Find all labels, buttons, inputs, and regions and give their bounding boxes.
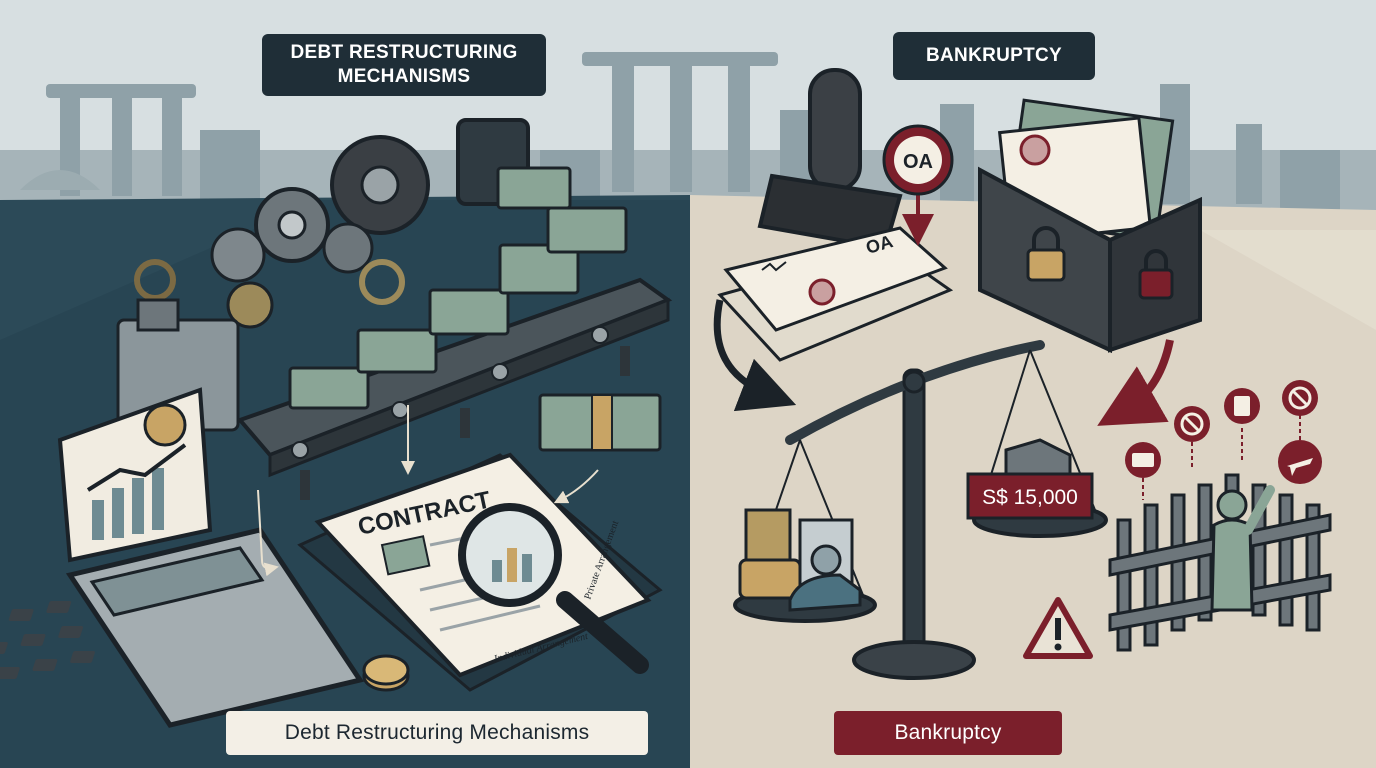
warning-icon (1023, 597, 1093, 659)
no-entry-icon (1174, 406, 1210, 442)
magnifier-icon (458, 503, 649, 674)
amount-box: S$ 15,000 (966, 438, 1094, 520)
stamp-icon (757, 68, 903, 251)
top-right-title: BANKRUPTCY (893, 32, 1095, 80)
checklist-icon (1224, 388, 1260, 424)
restriction-icons (1125, 380, 1322, 500)
gear-icon (134, 135, 430, 329)
folder-icon (978, 98, 1202, 354)
plane-icon (1278, 440, 1322, 484)
person-figure (1210, 485, 1275, 612)
chart-icon (57, 387, 213, 563)
coin-icon (362, 654, 410, 692)
bottom-left-caption: Debt Restructuring Mechanisms (226, 711, 648, 755)
process-arrow (713, 299, 797, 412)
padlock-icon (1026, 226, 1174, 300)
restriction-arrow (1097, 339, 1174, 426)
top-left-title: DEBT RESTRUCTURING MECHANISMS (262, 34, 546, 96)
conveyor-belt (236, 277, 673, 500)
document-stack: OA (717, 226, 954, 362)
money-stack-icon (288, 166, 662, 452)
oa-badge: OA (882, 124, 954, 246)
no-entry-icon (1282, 380, 1318, 416)
credit-card-icon (1125, 442, 1161, 478)
bottom-right-caption: Bankruptcy (834, 711, 1062, 755)
amount-text: S$ 15,000 (982, 486, 1078, 509)
calculator-icon (0, 527, 365, 728)
scale-icon (733, 340, 1108, 680)
oa-badge-text: OA (903, 151, 933, 173)
assets-group (738, 508, 862, 612)
